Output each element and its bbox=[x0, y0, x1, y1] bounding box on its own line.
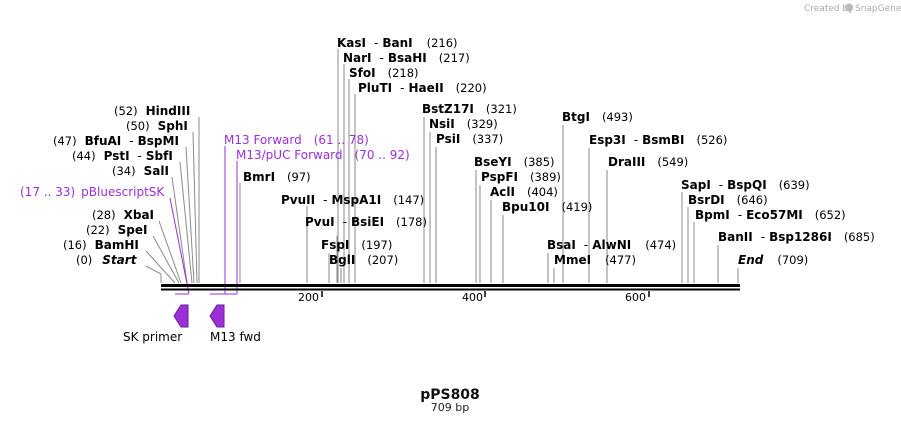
site-bamhi[interactable]: (16)BamHI bbox=[63, 238, 139, 252]
site-banii[interactable]: BanII-Bsp1286I(685) bbox=[718, 230, 875, 244]
feature-leader-lines bbox=[169, 146, 238, 295]
site-nari[interactable]: NarI-BsaHI(217) bbox=[343, 51, 470, 65]
site-bpmi[interactable]: BpmI-Eco57MI(652) bbox=[695, 208, 846, 222]
site-bsrdi[interactable]: BsrDI(646) bbox=[688, 193, 768, 207]
site-sphi[interactable]: (50)SphI bbox=[126, 119, 188, 133]
primer-arrow-left-icon bbox=[173, 304, 189, 328]
site-bmri[interactable]: BmrI(97) bbox=[243, 170, 311, 184]
site-draiii[interactable]: DraIII(549) bbox=[608, 155, 688, 169]
site-sapi[interactable]: SapI-BspQI(639) bbox=[681, 178, 810, 192]
primer-label: SK primer bbox=[123, 330, 182, 344]
snapgene-logo-icon bbox=[845, 3, 853, 12]
site-pvui[interactable]: PvuI-BsiEI(178) bbox=[305, 215, 427, 229]
site-sali[interactable]: (34)SalI bbox=[112, 164, 169, 178]
feature-m13-forward[interactable]: M13 Forward(61 .. 78) bbox=[224, 133, 369, 147]
primer-m13-fwd[interactable]: M13 fwd bbox=[209, 304, 261, 344]
site-end[interactable]: End(709) bbox=[738, 253, 808, 267]
site-sfoi[interactable]: SfoI(218) bbox=[349, 66, 419, 80]
site-xbai[interactable]: (28)XbaI bbox=[92, 208, 154, 222]
site-pvuii[interactable]: PvuII-MspA1I(147) bbox=[281, 193, 424, 207]
snapgene-credit: Created by SnapGene bbox=[804, 3, 901, 14]
sequence-backbone bbox=[161, 284, 740, 291]
primer-label: M13 fwd bbox=[210, 330, 261, 344]
site-acli[interactable]: AclI(404) bbox=[490, 185, 558, 199]
site-hindiii[interactable]: (52)HindIII bbox=[114, 104, 190, 118]
credit-text: Created by bbox=[804, 4, 854, 14]
credit-brand: SnapGene bbox=[855, 4, 901, 14]
tick-label: 400 bbox=[462, 291, 483, 304]
scale-ticks: 200 400 600 bbox=[298, 291, 650, 304]
site-start[interactable]: (0)Start bbox=[76, 253, 138, 267]
site-kasi[interactable]: KasI-BanI(216) bbox=[337, 36, 458, 50]
site-bfuai[interactable]: (47)BfuAI-BspMI bbox=[53, 134, 179, 148]
site-bstz17i[interactable]: BstZ17I(321) bbox=[422, 102, 517, 116]
plasmid-name: pPS808 bbox=[420, 387, 480, 403]
feature-m13-puc-forward[interactable]: M13/pUC Forward(70 .. 92) bbox=[236, 148, 410, 162]
site-nsii[interactable]: NsiI(329) bbox=[429, 117, 498, 131]
site-esp3i[interactable]: Esp3I-BsmBI(526) bbox=[589, 133, 727, 147]
tick-label: 600 bbox=[625, 291, 646, 304]
site-leader-lines bbox=[145, 49, 739, 284]
tick-label: 200 bbox=[298, 291, 319, 304]
site-psii[interactable]: PsiI(337) bbox=[436, 132, 503, 146]
site-bseyi[interactable]: BseYI(385) bbox=[474, 155, 555, 169]
plasmid-title: pPS808 709 bp bbox=[420, 387, 480, 414]
site-psti[interactable]: (44)PstI-SbfI bbox=[72, 149, 173, 163]
site-mmei[interactable]: MmeI(477) bbox=[554, 253, 636, 267]
site-pspfi[interactable]: PspFI(389) bbox=[481, 170, 561, 184]
plasmid-length: 709 bp bbox=[431, 401, 469, 414]
primer-arrow-left-icon bbox=[209, 304, 225, 328]
site-labels: KasI-BanI(216) NarI-BsaHI(217) SfoI(218)… bbox=[53, 36, 875, 267]
site-fspi[interactable]: FspI(197) bbox=[321, 238, 392, 252]
site-bgli[interactable]: BglI(207) bbox=[329, 253, 398, 267]
site-bsai[interactable]: BsaI-AlwNI(474) bbox=[547, 238, 676, 252]
site-spei[interactable]: (22)SpeI bbox=[86, 223, 147, 237]
site-btgi[interactable]: BtgI(493) bbox=[562, 110, 633, 124]
site-pluti[interactable]: PluTI-HaeII(220) bbox=[358, 81, 487, 95]
feature-labels: M13 Forward(61 .. 78) M13/pUC Forward(70… bbox=[20, 133, 410, 199]
site-bpu10i[interactable]: Bpu10I(419) bbox=[502, 200, 592, 214]
feature-pbluescriptsk[interactable]: (17 .. 33)pBluescriptSK bbox=[20, 185, 165, 199]
primer-sk[interactable]: SK primer bbox=[123, 304, 189, 344]
